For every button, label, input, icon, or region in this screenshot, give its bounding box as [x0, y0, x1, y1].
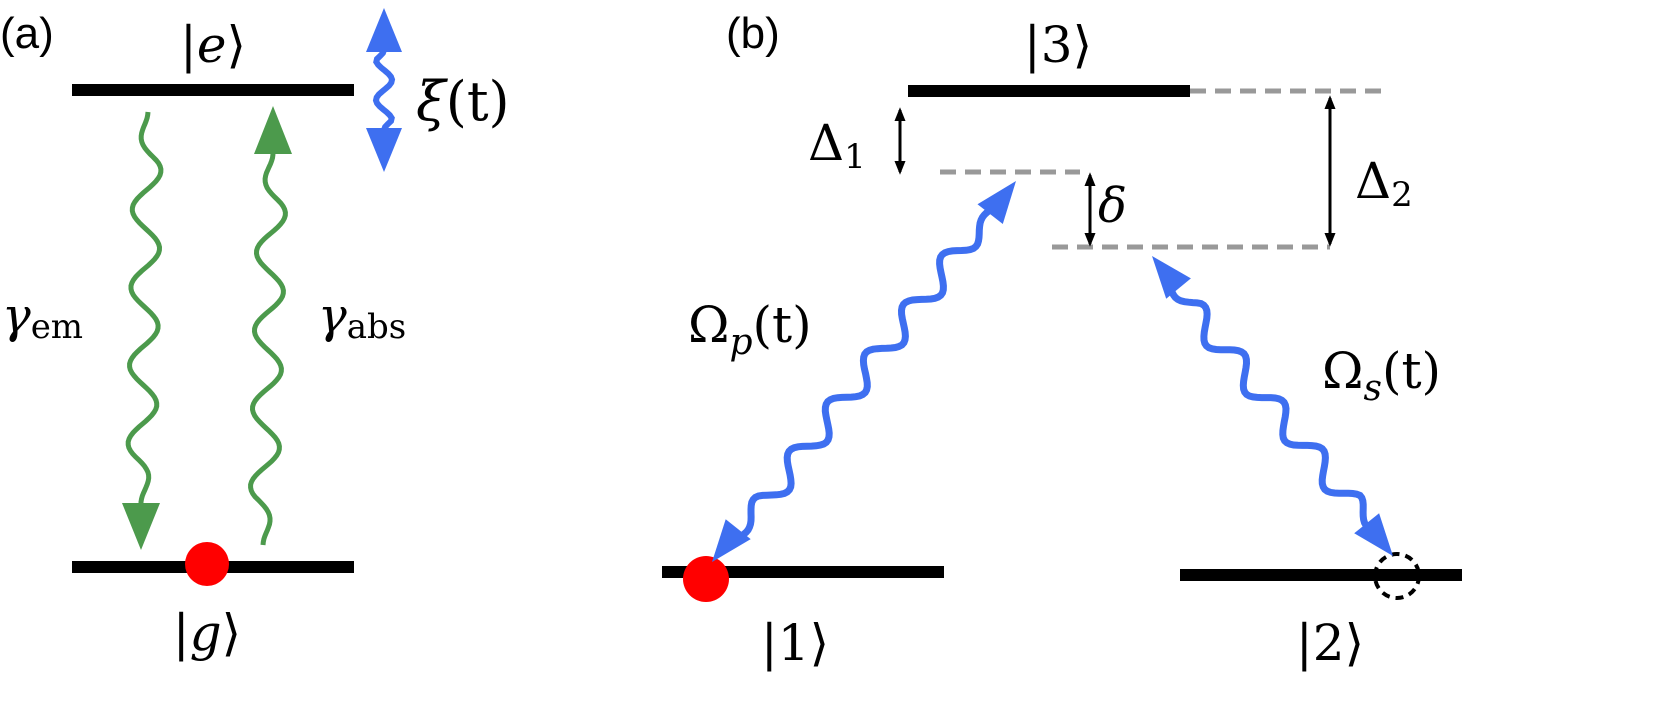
absorption-rate-label: γabs [318, 288, 406, 347]
stokes-laser-arrow [1163, 276, 1381, 538]
absorption-arrowhead [254, 106, 292, 154]
panel-a: (a) |e⟩ |g⟩ γem γabs ξ(t) [0, 8, 510, 662]
pump-arrowhead-top [977, 181, 1016, 224]
state-2-target-circle [1373, 552, 1421, 600]
stokes-arrowhead-bottom [1354, 513, 1393, 556]
stokes-label: Ωs(t) [1322, 342, 1441, 409]
ground-state-label: |g⟩ [173, 604, 241, 662]
state-1-population-dot [683, 556, 729, 602]
emission-arrow [125, 111, 164, 505]
pump-arrowhead-bottom [712, 519, 751, 562]
pump-laser-arrow [729, 202, 999, 547]
delta2-label: Δ2 [1355, 152, 1413, 215]
two-photon-detuning-label: δ [1098, 178, 1127, 234]
state-1-label: |1⟩ [761, 614, 829, 672]
pump-label: Ωp(t) [688, 296, 812, 363]
emission-rate-label: γem [2, 288, 83, 347]
excited-state-label: |e⟩ [180, 16, 246, 74]
panel-a-label: (a) [0, 9, 54, 58]
state-3-label: |3⟩ [1024, 16, 1092, 74]
state-2-label: |2⟩ [1296, 614, 1364, 672]
stokes-arrowhead-top [1152, 256, 1191, 299]
noise-arrow [372, 48, 396, 132]
noise-arrowhead-down [366, 128, 402, 172]
noise-label: ξ(t) [416, 70, 510, 133]
panel-b: (b) |3⟩ Δ1 δ Δ2 |1⟩ |2⟩ [662, 9, 1462, 672]
emission-arrowhead [122, 503, 160, 550]
noise-arrowhead-up [366, 8, 402, 52]
panel-b-label: (b) [726, 9, 780, 58]
ground-population-dot [185, 542, 229, 586]
delta1-label: Δ1 [808, 114, 866, 177]
absorption-arrow [248, 151, 288, 546]
